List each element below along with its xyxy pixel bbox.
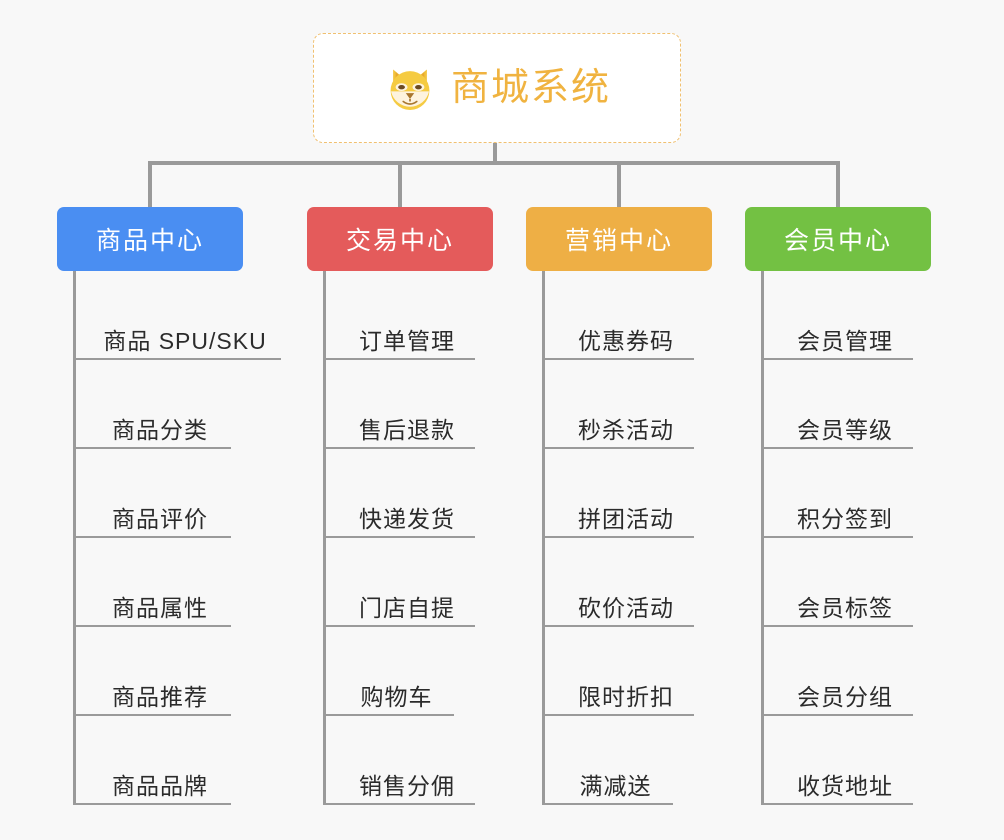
leaf-item-label: 秒杀活动 bbox=[578, 416, 674, 443]
leaf-item-label: 订单管理 bbox=[359, 327, 455, 354]
leaf-item[interactable]: 积分签到 bbox=[761, 449, 913, 538]
connector-trunk-1 bbox=[323, 271, 326, 805]
leaf-item-label: 商品推荐 bbox=[112, 683, 208, 710]
category-box-0[interactable]: 商品中心 bbox=[57, 207, 243, 271]
leaf-item-label: 商品 SPU/SKU bbox=[103, 327, 267, 354]
leaf-item[interactable]: 秒杀活动 bbox=[542, 360, 694, 449]
leaf-item-label: 积分签到 bbox=[797, 505, 893, 532]
category-label-1: 交易中心 bbox=[345, 227, 454, 255]
connector-trunk-3 bbox=[761, 271, 764, 805]
leaf-item[interactable]: 会员标签 bbox=[761, 538, 913, 627]
root-title: 商城系统 bbox=[450, 67, 611, 109]
leaf-item-label: 会员标签 bbox=[797, 594, 893, 621]
category-box-3[interactable]: 会员中心 bbox=[745, 207, 931, 271]
leaf-item-label: 商品属性 bbox=[112, 594, 208, 621]
shiba-dog-face-icon bbox=[390, 69, 430, 110]
connector-drop-2 bbox=[398, 161, 402, 209]
category-label-2: 营销中心 bbox=[564, 227, 673, 255]
leaf-item[interactable]: 快递发货 bbox=[323, 449, 475, 538]
leaf-item[interactable]: 商品 SPU/SKU bbox=[73, 271, 281, 360]
leaf-item[interactable]: 会员等级 bbox=[761, 360, 913, 449]
leaf-item[interactable]: 购物车 bbox=[323, 627, 454, 716]
leaf-item-label: 商品评价 bbox=[112, 505, 208, 532]
category-box-1[interactable]: 交易中心 bbox=[307, 207, 493, 271]
connector-trunk-2 bbox=[542, 271, 545, 805]
connector-drop-3 bbox=[617, 161, 621, 209]
leaf-item-label: 收货地址 bbox=[797, 772, 893, 799]
leaf-item-label: 商品品牌 bbox=[112, 772, 208, 799]
leaf-item[interactable]: 商品分类 bbox=[73, 360, 231, 449]
leaf-item[interactable]: 优惠券码 bbox=[542, 271, 694, 360]
leaf-item[interactable]: 商品推荐 bbox=[73, 627, 231, 716]
leaf-item[interactable]: 会员分组 bbox=[761, 627, 913, 716]
leaf-item-label: 会员分组 bbox=[797, 683, 893, 710]
leaf-item[interactable]: 商品属性 bbox=[73, 538, 231, 627]
leaf-item-label: 售后退款 bbox=[359, 416, 455, 443]
connector-root-stem bbox=[493, 143, 497, 163]
leaf-item[interactable]: 砍价活动 bbox=[542, 538, 694, 627]
category-box-2[interactable]: 营销中心 bbox=[526, 207, 712, 271]
leaf-item[interactable]: 商品评价 bbox=[73, 449, 231, 538]
root-node-shop-system[interactable]: 商城系统 bbox=[313, 33, 681, 143]
leaf-item[interactable]: 限时折扣 bbox=[542, 627, 694, 716]
leaf-item-label: 销售分佣 bbox=[359, 772, 455, 799]
connector-drop-4 bbox=[836, 161, 840, 209]
category-label-3: 会员中心 bbox=[783, 227, 892, 255]
leaf-item[interactable]: 会员管理 bbox=[761, 271, 913, 360]
leaf-item-label: 拼团活动 bbox=[578, 505, 674, 532]
leaf-item[interactable]: 商品品牌 bbox=[73, 716, 231, 805]
leaf-item[interactable]: 订单管理 bbox=[323, 271, 475, 360]
leaf-item-label: 会员等级 bbox=[797, 416, 893, 443]
leaf-item-label: 优惠券码 bbox=[578, 327, 674, 354]
leaf-item-label: 限时折扣 bbox=[578, 683, 674, 710]
leaf-item-label: 砍价活动 bbox=[578, 594, 674, 621]
leaf-item[interactable]: 拼团活动 bbox=[542, 449, 694, 538]
leaf-item-label: 商品分类 bbox=[112, 416, 208, 443]
connector-drop-1 bbox=[148, 161, 152, 209]
leaf-item[interactable]: 满减送 bbox=[542, 716, 673, 805]
category-label-0: 商品中心 bbox=[95, 227, 204, 255]
connector-horizontal-bus bbox=[148, 161, 840, 165]
leaf-item[interactable]: 收货地址 bbox=[761, 716, 913, 805]
leaf-item[interactable]: 销售分佣 bbox=[323, 716, 475, 805]
leaf-item-label: 门店自提 bbox=[359, 594, 455, 621]
leaf-item[interactable]: 售后退款 bbox=[323, 360, 475, 449]
leaf-item-label: 满减送 bbox=[579, 772, 652, 799]
leaf-item-label: 购物车 bbox=[360, 683, 433, 710]
leaf-item-label: 快递发货 bbox=[359, 505, 455, 532]
leaf-item-label: 会员管理 bbox=[797, 327, 893, 354]
leaf-item[interactable]: 门店自提 bbox=[323, 538, 475, 627]
connector-trunk-0 bbox=[73, 271, 76, 805]
